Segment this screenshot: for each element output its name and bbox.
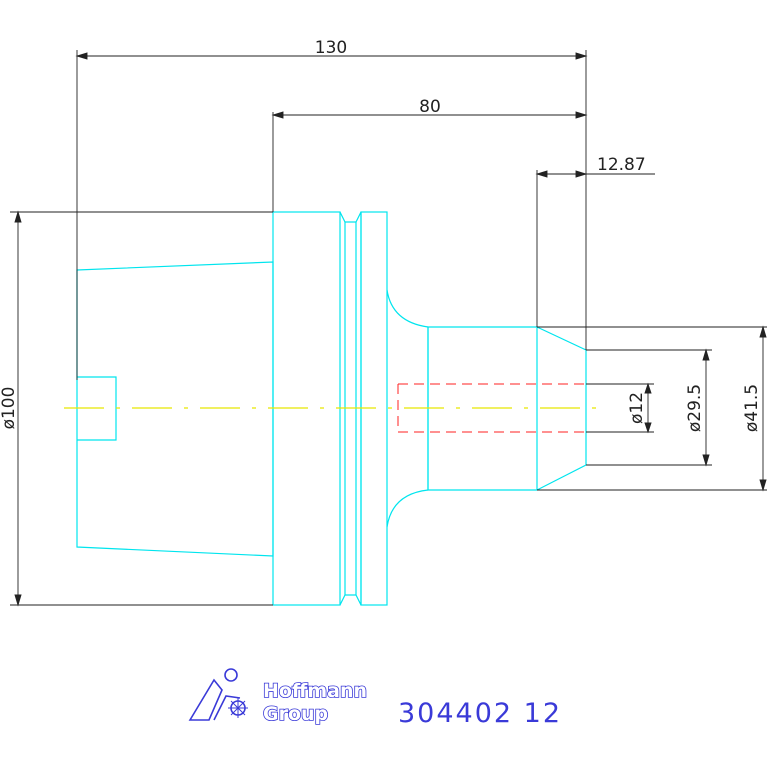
nose [536,326,587,491]
logo-line1: Hoffmann [263,680,367,702]
dimension-lines [10,50,767,607]
taper-body [76,261,274,557]
logo-line2: Group [263,703,328,725]
hoffmann-emblem-icon [188,668,248,721]
dim-overall-length: 130 [315,38,347,58]
dim-dia-collar: ø41.5 [742,384,762,432]
hidden-bore [397,383,586,433]
top-fillet [386,289,429,328]
dim-dia-neck: ø29.5 [685,384,705,432]
part-number: 304402 12 [398,698,562,729]
dim-face-offset: 12.87 [597,155,646,175]
bottom-fillet [386,489,429,528]
dim-dia-bore: ø12 [627,392,647,424]
dim-dia-flange: ø100 [0,387,19,430]
dim-flange-to-face: 80 [419,97,441,117]
hoffmann-logo: Hoffmann Group [188,668,368,726]
